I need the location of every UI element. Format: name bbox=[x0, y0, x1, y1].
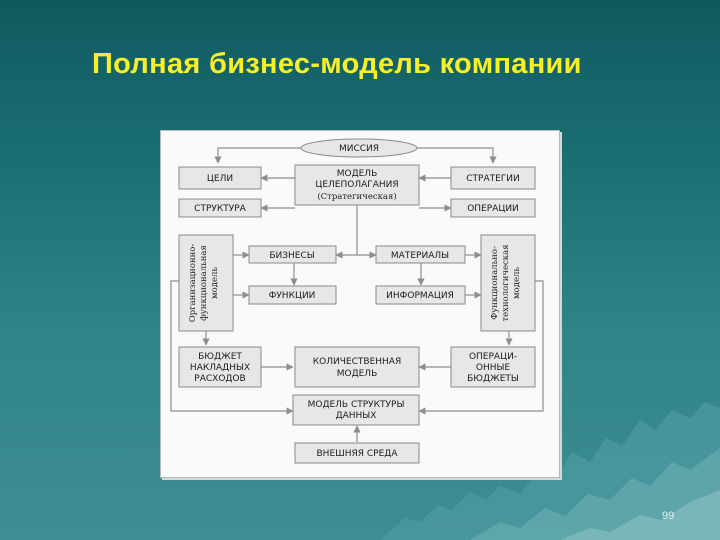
quant-line2: МОДЕЛЬ bbox=[337, 369, 378, 379]
opbudget-line3: БЮДЖЕТЫ bbox=[467, 374, 519, 384]
func-model-line3: модель bbox=[512, 267, 522, 299]
opbudget-line1: ОПЕРАЦИ- bbox=[469, 352, 517, 362]
functional-tech-model-node: Функционально- технологическая модель bbox=[480, 234, 536, 332]
overhead-line1: БЮДЖЕТ bbox=[198, 352, 242, 362]
structure-node: СТРУКТУРА bbox=[178, 198, 262, 218]
opbudget-line2: ОННЫЕ bbox=[476, 363, 511, 373]
mission-node: МИССИЯ bbox=[300, 138, 418, 158]
operations-label: ОПЕРАЦИИ bbox=[467, 204, 519, 214]
org-model-line3: модель bbox=[210, 267, 220, 299]
structure-label: СТРУКТУРА bbox=[194, 204, 246, 214]
functions-label: ФУНКЦИИ bbox=[269, 291, 316, 301]
slide-title: Полная бизнес-модель компании bbox=[92, 48, 582, 80]
org-model-line2: функциональная bbox=[199, 245, 209, 321]
quantitative-model-node: КОЛИЧЕСТВЕННАЯ МОДЕЛЬ bbox=[294, 346, 420, 388]
goals-label: ЦЕЛИ bbox=[207, 174, 233, 184]
goal-model-line1: МОДЕЛЬ bbox=[337, 169, 378, 179]
func-model-line1: Функционально- bbox=[490, 246, 500, 320]
datamodel-line2: ДАННЫХ bbox=[336, 411, 377, 421]
information-node: ИНФОРМАЦИЯ bbox=[375, 285, 466, 305]
external-environment-node: ВНЕШНЯЯ СРЕДА bbox=[294, 442, 420, 464]
quant-line1: КОЛИЧЕСТВЕННАЯ bbox=[313, 357, 401, 367]
data-structure-model-node: МОДЕЛЬ СТРУКТУРЫ ДАННЫХ bbox=[292, 394, 420, 426]
org-functional-model-node: Организационно- функциональная модель bbox=[178, 234, 234, 332]
business-model-diagram: МИССИЯ ЦЕЛИ МОДЕЛЬ ЦЕЛЕПОЛАГАНИЯ (Страте… bbox=[160, 130, 560, 478]
businesses-node: БИЗНЕСЫ bbox=[248, 245, 337, 264]
func-model-line2: технологическая bbox=[501, 244, 511, 321]
strategies-node: СТРАТЕГИИ bbox=[450, 166, 536, 190]
materials-node: МАТЕРИАЛЫ bbox=[375, 245, 466, 264]
goal-model-line2: ЦЕЛЕПОЛАГАНИЯ bbox=[315, 180, 398, 190]
functions-node: ФУНКЦИИ bbox=[248, 285, 337, 305]
datamodel-line1: МОДЕЛЬ СТРУКТУРЫ bbox=[308, 400, 405, 410]
goal-model-line3: (Стратегическая) bbox=[317, 191, 396, 202]
information-label: ИНФОРМАЦИЯ bbox=[386, 291, 454, 301]
environment-label: ВНЕШНЯЯ СРЕДА bbox=[317, 449, 399, 459]
overhead-budget-node: БЮДЖЕТ НАКЛАДНЫХ РАСХОДОВ bbox=[178, 346, 262, 388]
connectors bbox=[170, 147, 544, 442]
org-model-line1: Организационно- bbox=[188, 244, 198, 323]
strategies-label: СТРАТЕГИИ bbox=[466, 174, 520, 184]
page-number: 99 bbox=[662, 510, 675, 522]
businesses-label: БИЗНЕСЫ bbox=[269, 251, 314, 261]
overhead-line2: НАКЛАДНЫХ bbox=[190, 363, 250, 373]
operational-budgets-node: ОПЕРАЦИ- ОННЫЕ БЮДЖЕТЫ bbox=[450, 346, 536, 388]
mission-label: МИССИЯ bbox=[339, 144, 379, 154]
operations-node: ОПЕРАЦИИ bbox=[450, 198, 536, 218]
materials-label: МАТЕРИАЛЫ bbox=[391, 251, 449, 261]
overhead-line3: РАСХОДОВ bbox=[194, 374, 245, 384]
goals-node: ЦЕЛИ bbox=[178, 166, 262, 190]
diagram-canvas: МИССИЯ ЦЕЛИ МОДЕЛЬ ЦЕЛЕПОЛАГАНИЯ (Страте… bbox=[170, 138, 544, 464]
goal-setting-model-node: МОДЕЛЬ ЦЕЛЕПОЛАГАНИЯ (Стратегическая) bbox=[294, 164, 420, 206]
